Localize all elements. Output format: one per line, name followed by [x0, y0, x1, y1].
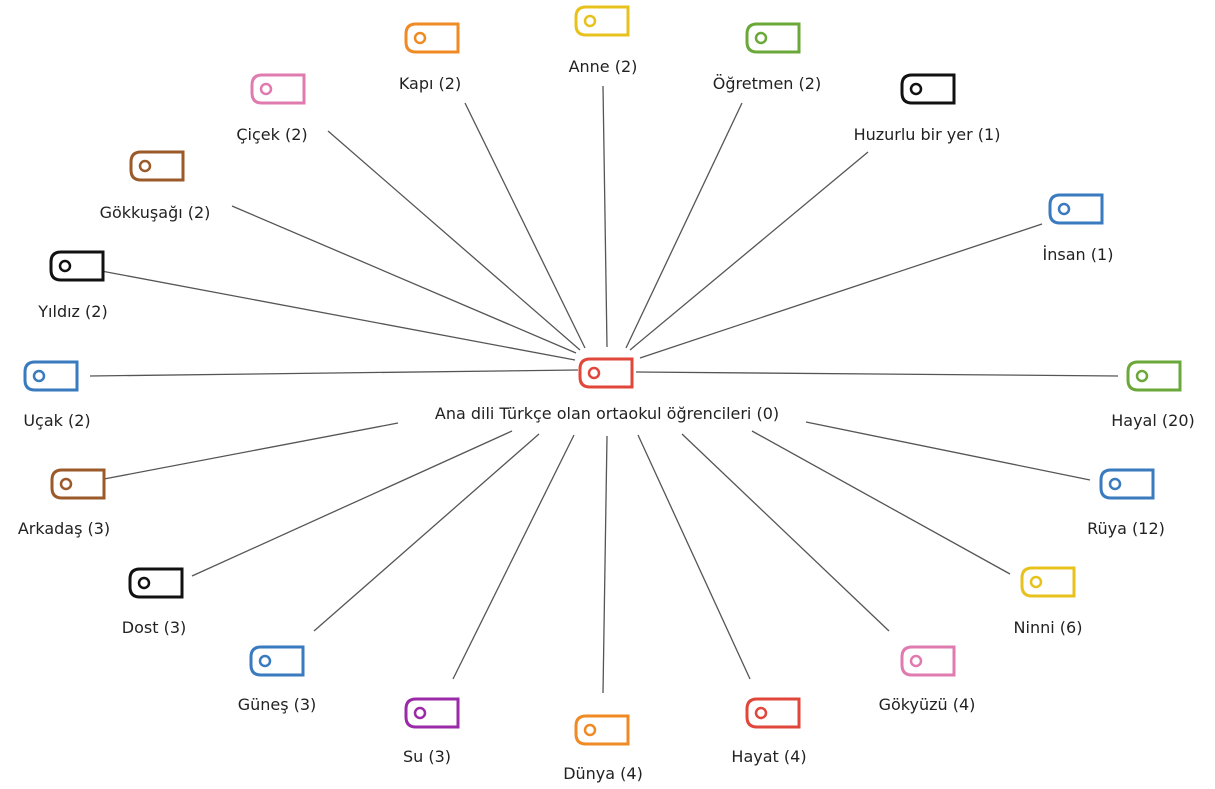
tag-icon-hayat[interactable] [745, 697, 801, 729]
tag-icon-dost[interactable] [128, 567, 184, 599]
edge-gokkusagi [231, 205, 577, 354]
node-label-ruya: Rüya (12) [1087, 519, 1165, 538]
edge-dunya [602, 435, 608, 694]
tag-icon-su[interactable] [404, 697, 460, 729]
node-label-ucak: Uçak (2) [23, 411, 90, 430]
edge-gokyuzu [681, 433, 890, 632]
edge-cicek [327, 130, 581, 351]
edges [89, 85, 1119, 694]
tag-icon-hayal[interactable] [1126, 360, 1182, 392]
edge-arkadas [103, 422, 399, 480]
tag-icon-dunya[interactable] [574, 714, 630, 746]
edge-yildiz [95, 269, 576, 361]
tag-icon-kapi[interactable] [404, 22, 460, 54]
tag-icon-ninni[interactable] [1020, 566, 1076, 598]
tag-icon-anne[interactable] [574, 5, 630, 37]
node-label-huzurlu-bir-yer: Huzurlu bir yer (1) [854, 125, 1001, 144]
center-node-label: Ana dili Türkçe olan ortaokul öğrenciler… [435, 404, 779, 423]
edge-hayat [637, 434, 751, 680]
node-label-gunes: Güneş (3) [238, 695, 317, 714]
node-label-gokkusagi: Gökkuşağı (2) [100, 203, 211, 222]
edge-ogretmen [625, 102, 743, 349]
node-label-su: Su (3) [403, 747, 451, 766]
node-label-ogretmen: Öğretmen (2) [713, 74, 821, 93]
tag-icon-arkadas[interactable] [50, 468, 106, 500]
node-label-hayat: Hayat (4) [731, 747, 806, 766]
node-label-dunya: Dünya (4) [563, 764, 643, 783]
edge-anne [602, 85, 608, 348]
node-label-arkadas: Arkadaş (3) [18, 519, 110, 538]
center-tag-icon[interactable] [578, 357, 634, 389]
edge-ninni [751, 430, 1011, 575]
edge-kapi [464, 102, 586, 349]
node-label-cicek: Çiçek (2) [236, 125, 307, 144]
edge-ruya [805, 421, 1091, 481]
tag-icon-yildiz[interactable] [49, 250, 105, 282]
tag-icon-gokyuzu[interactable] [900, 645, 956, 677]
node-label-insan: İnsan (1) [1043, 245, 1114, 264]
node-label-hayal: Hayal (20) [1111, 411, 1194, 430]
tag-icon-ogretmen[interactable] [745, 22, 801, 54]
node-label-dost: Dost (3) [122, 618, 186, 637]
node-label-anne: Anne (2) [569, 57, 638, 76]
edge-hayal [635, 371, 1119, 377]
node-label-gokyuzu: Gökyüzü (4) [879, 695, 976, 714]
edge-dost [191, 430, 513, 577]
tag-icon-ucak[interactable] [23, 360, 79, 392]
tag-icon-gunes[interactable] [249, 645, 305, 677]
edge-gunes [313, 433, 540, 632]
tag-icon-cicek[interactable] [250, 73, 306, 105]
edge-ucak [89, 369, 579, 377]
tag-icon-gokkusagi[interactable] [129, 150, 185, 182]
tag-icon-ruya[interactable] [1099, 468, 1155, 500]
node-label-kapi: Kapı (2) [399, 74, 461, 93]
edge-insan [639, 223, 1043, 359]
nodes: Ana dili Türkçe olan ortaokul öğrenciler… [18, 5, 1195, 783]
node-label-ninni: Ninni (6) [1014, 618, 1083, 637]
node-label-yildiz: Yıldız (2) [37, 302, 107, 321]
tag-icon-huzurlu-bir-yer[interactable] [900, 73, 956, 105]
edge-su [452, 434, 575, 680]
tag-icon-insan[interactable] [1048, 193, 1104, 225]
edge-huzurlu-bir-yer [629, 151, 869, 351]
